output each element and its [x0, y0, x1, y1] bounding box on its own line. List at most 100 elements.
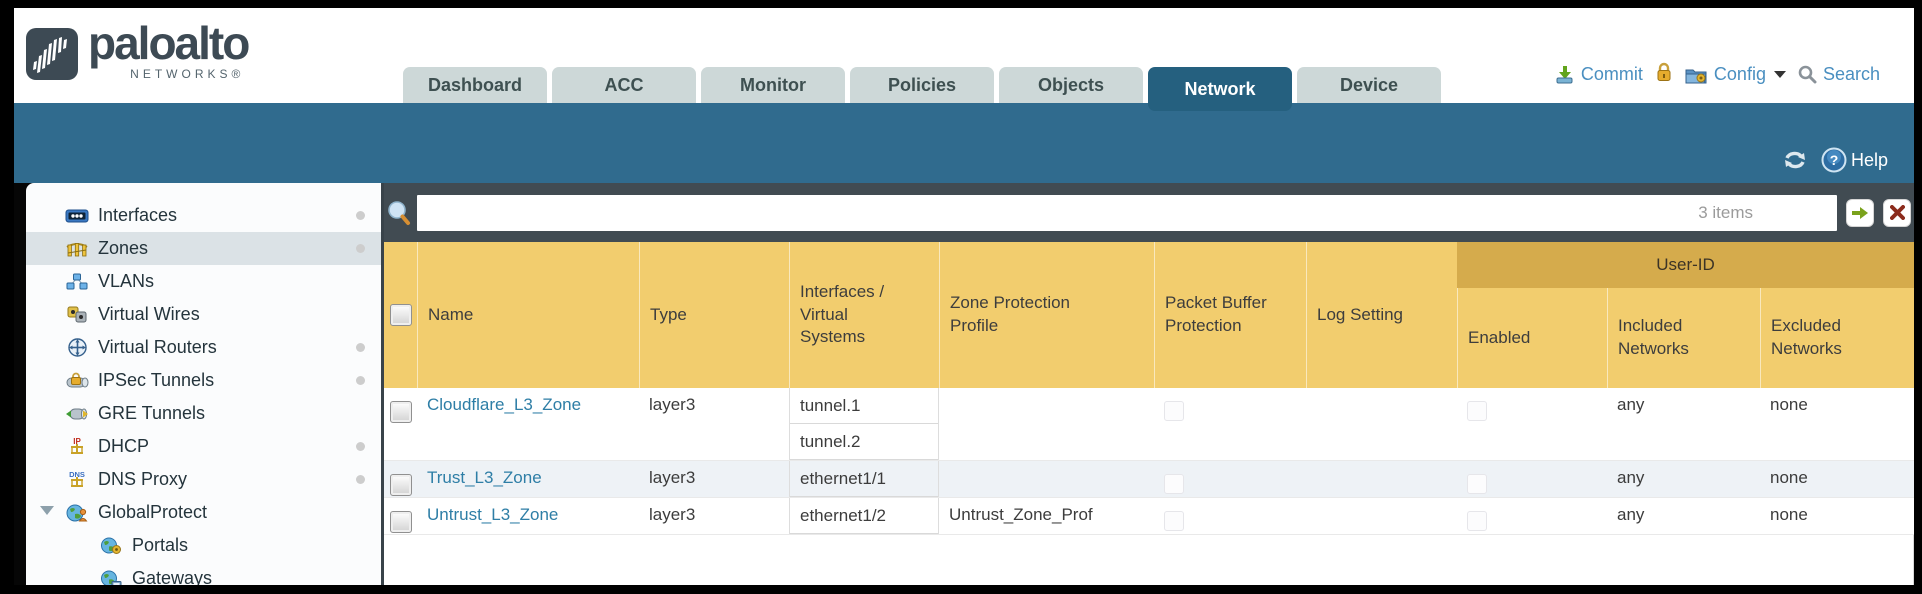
zone-name-link[interactable]: Cloudflare_L3_Zone — [427, 395, 582, 414]
tab-dashboard[interactable]: Dashboard — [403, 67, 547, 103]
row-checkbox-cell — [384, 461, 417, 497]
status-dot — [356, 244, 365, 253]
search-button[interactable]: Search — [1798, 64, 1880, 85]
status-dot — [356, 442, 365, 451]
zone-protection-profile-cell — [939, 461, 1154, 497]
dns-proxy-icon: DNS — [64, 470, 90, 489]
lock-icon[interactable] — [1655, 62, 1673, 87]
log-setting-cell — [1306, 498, 1457, 534]
utility-links: Commit Config — [1555, 62, 1880, 87]
help-label: Help — [1850, 149, 1888, 170]
sidebar-item-virtual-wires[interactable]: Virtual Wires — [26, 298, 381, 331]
tab-device[interactable]: Device — [1297, 67, 1441, 103]
user-id-enabled-cell — [1457, 388, 1607, 460]
items-count: 3 items — [1698, 202, 1753, 222]
column-header-name[interactable]: Name — [417, 242, 639, 388]
interfaces-icon — [64, 208, 90, 224]
row-checkbox[interactable] — [389, 511, 412, 533]
column-header-enabled[interactable]: Enabled — [1457, 288, 1607, 388]
help-icon: ? — [1821, 147, 1847, 173]
filter-toolbar: 3 items — [384, 183, 1914, 242]
vlans-icon — [64, 273, 90, 291]
packet-buffer-protection-cell — [1154, 388, 1306, 460]
sidebar-item-label: Gateways — [132, 568, 213, 585]
column-header-type[interactable]: Type — [639, 242, 789, 388]
sidebar-item-zones[interactable]: Zones — [26, 232, 381, 265]
sidebar-item-interfaces[interactable]: Interfaces — [26, 199, 381, 232]
config-menu[interactable]: Config — [1685, 64, 1786, 85]
zone-interfaces-cell: ethernet1/2 — [789, 498, 939, 534]
select-all-checkbox[interactable] — [389, 304, 412, 326]
tab-objects[interactable]: Objects — [999, 67, 1143, 103]
sidebar-item-virtual-routers[interactable]: Virtual Routers — [26, 331, 381, 364]
refresh-icon[interactable] — [1783, 149, 1807, 171]
sidebar-item-portals[interactable]: Portals — [26, 529, 381, 562]
expander-triangle-icon[interactable] — [40, 506, 54, 515]
sidebar-item-vlans[interactable]: VLANs — [26, 265, 381, 298]
tab-acc[interactable]: ACC — [552, 67, 696, 103]
packet-buffer-protection-checkbox[interactable] — [1164, 401, 1184, 421]
excluded-networks-cell: none — [1770, 395, 1808, 414]
packet-buffer-protection-checkbox[interactable] — [1164, 474, 1184, 494]
apply-filter-button[interactable] — [1846, 198, 1874, 227]
globalprotect-icon — [64, 504, 90, 522]
log-setting-cell — [1306, 388, 1457, 460]
paloalto-logo-icon — [26, 28, 78, 80]
portals-icon — [98, 537, 124, 555]
user-id-enabled-checkbox[interactable] — [1467, 401, 1487, 421]
zone-name-link[interactable]: Untrust_L3_Zone — [427, 505, 559, 524]
sub-banner: ? Help — [14, 103, 1914, 183]
interface-entry: ethernet1/1 — [790, 461, 938, 497]
packet-buffer-protection-checkbox[interactable] — [1164, 511, 1184, 531]
brand-name: paloalto — [88, 17, 250, 69]
sidebar-item-globalprotect[interactable]: GlobalProtect — [26, 496, 381, 529]
column-header-log-setting[interactable]: Log Setting — [1306, 242, 1457, 388]
commit-label: Commit — [1580, 64, 1643, 84]
tab-monitor[interactable]: Monitor — [701, 67, 845, 103]
packet-buffer-protection-cell — [1154, 461, 1306, 497]
log-setting-cell — [1306, 461, 1457, 497]
tab-policies[interactable]: Policies — [850, 67, 994, 103]
sidebar-item-label: Interfaces — [98, 205, 178, 225]
sidebar-item-gateways[interactable]: Gateways — [26, 562, 381, 585]
column-header-zone-protection-profile[interactable]: Zone Protection Profile — [939, 242, 1154, 388]
filter-magnifier-icon — [388, 200, 410, 225]
column-header-interfaces[interactable]: Interfaces / Virtual Systems — [789, 242, 939, 388]
zone-type-cell: layer3 — [649, 395, 696, 414]
zone-name-link[interactable]: Trust_L3_Zone — [427, 468, 542, 487]
column-header-packet-buffer-protection[interactable]: Packet Buffer Protection — [1154, 242, 1306, 388]
search-icon — [1798, 65, 1817, 84]
svg-text:?: ? — [1830, 152, 1839, 168]
column-header-excluded-networks[interactable]: Excluded Networks — [1760, 288, 1914, 388]
clear-filter-button[interactable] — [1883, 198, 1911, 227]
interface-entry: tunnel.2 — [790, 424, 938, 460]
row-checkbox[interactable] — [389, 474, 412, 496]
sidebar-item-label: DHCP — [98, 436, 150, 456]
user-id-enabled-checkbox[interactable] — [1467, 511, 1487, 531]
svg-text:IP: IP — [73, 437, 81, 446]
config-icon — [1685, 69, 1707, 83]
excluded-networks-cell: none — [1770, 505, 1808, 524]
excluded-networks-cell: none — [1770, 468, 1808, 487]
column-header-included-networks[interactable]: Included Networks — [1607, 288, 1760, 388]
gateways-icon — [98, 570, 124, 585]
sidebar-item-gre-tunnels[interactable]: GRE Tunnels — [26, 397, 381, 430]
zone-protection-profile-cell: Untrust_Zone_Prof — [949, 505, 1093, 524]
sidebar-item-dhcp[interactable]: IP DHCP — [26, 430, 381, 463]
filter-input[interactable] — [417, 194, 1837, 231]
dhcp-icon: IP — [64, 437, 90, 456]
row-checkbox[interactable] — [389, 401, 412, 423]
zones-icon — [64, 241, 90, 257]
sidebar-item-label: VLANs — [98, 271, 155, 291]
interface-entry: ethernet1/2 — [790, 498, 938, 534]
commit-button[interactable]: Commit — [1555, 64, 1643, 85]
tab-network[interactable]: Network — [1148, 67, 1292, 111]
user-id-enabled-checkbox[interactable] — [1467, 474, 1487, 494]
help-button[interactable]: ? Help — [1821, 147, 1888, 173]
included-networks-cell: any — [1617, 505, 1645, 524]
sidebar-item-ipsec-tunnels[interactable]: IPSec Tunnels — [26, 364, 381, 397]
